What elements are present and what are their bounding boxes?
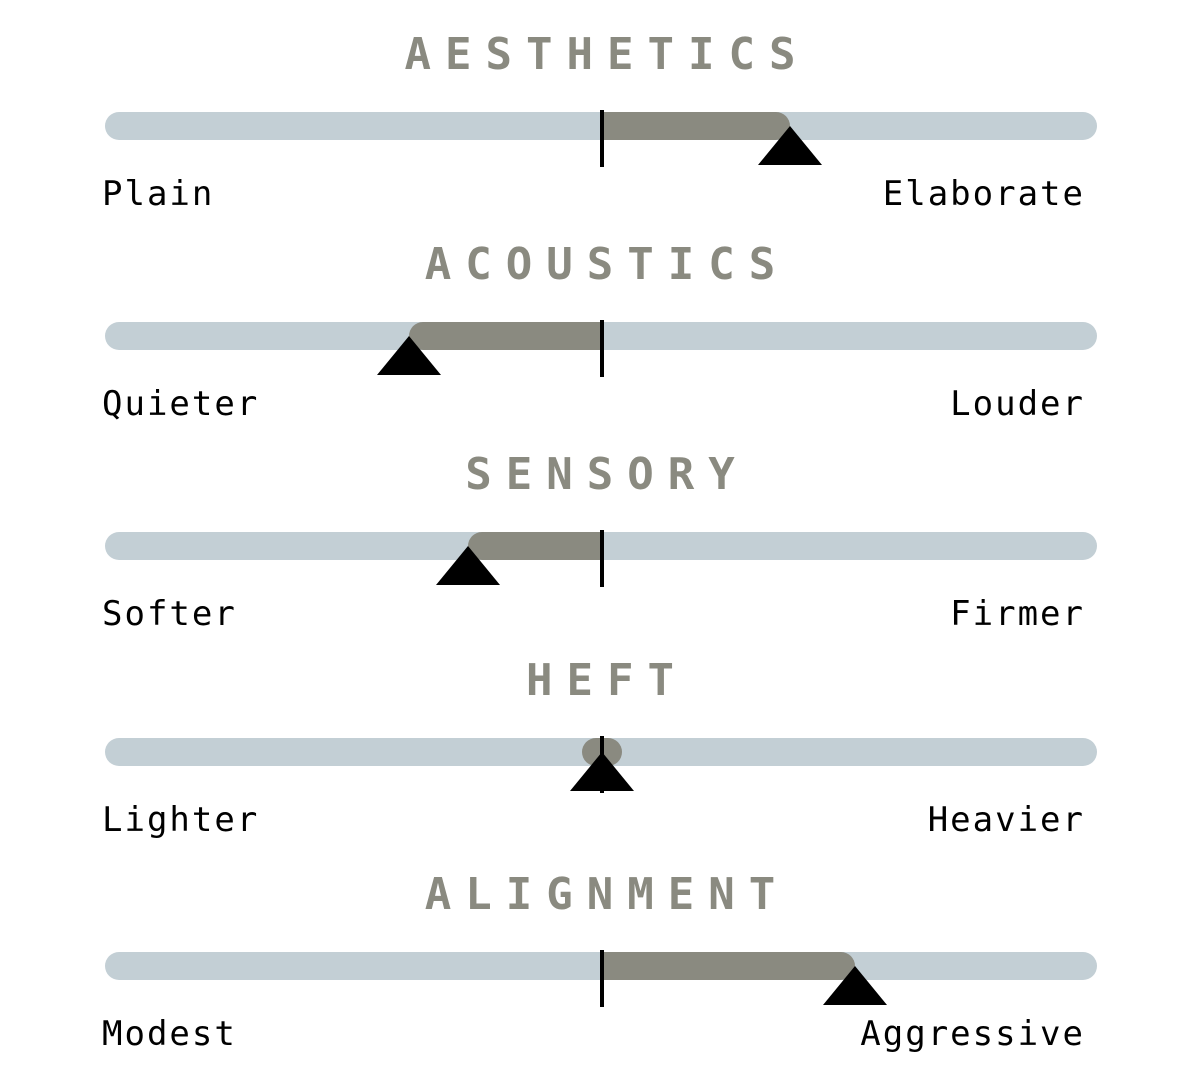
right-end-label: Louder [950,384,1085,424]
slider-marker-icon[interactable] [822,966,887,1005]
left-end-label: Softer [102,594,237,634]
slider-marker-icon[interactable] [758,126,823,165]
right-end-label: Elaborate [882,174,1085,214]
left-end-label: Quieter [102,384,260,424]
scale-heft: HEFT Lighter Heavier [0,626,1200,840]
scale-title: AESTHETICS [404,29,810,80]
right-end-label: Heavier [927,800,1085,840]
scale-aesthetics: AESTHETICS Plain Elaborate [0,0,1200,214]
center-tick [600,530,604,587]
left-end-label: Modest [102,1014,237,1054]
scale-fill [602,952,855,980]
scale-acoustics: ACOUSTICS Quieter Louder [0,210,1200,424]
right-end-label: Firmer [950,594,1085,634]
scale-title: ACOUSTICS [424,239,790,290]
scale-sensory: SENSORY Softer Firmer [0,420,1200,634]
scale-title: SENSORY [465,449,749,500]
center-tick [600,110,604,167]
center-tick [600,950,604,1007]
scale-title: ALIGNMENT [424,869,790,920]
slider-marker-icon[interactable] [376,336,441,375]
left-end-label: Lighter [102,800,260,840]
slider-marker-icon[interactable] [570,752,634,791]
right-end-label: Aggressive [860,1014,1085,1054]
scale-alignment: ALIGNMENT Modest Aggressive [0,840,1200,1054]
scale-title: HEFT [526,655,688,706]
slider-marker-icon[interactable] [436,546,501,585]
left-end-label: Plain [102,174,215,214]
scale-fill [408,322,602,350]
center-tick [600,320,604,377]
